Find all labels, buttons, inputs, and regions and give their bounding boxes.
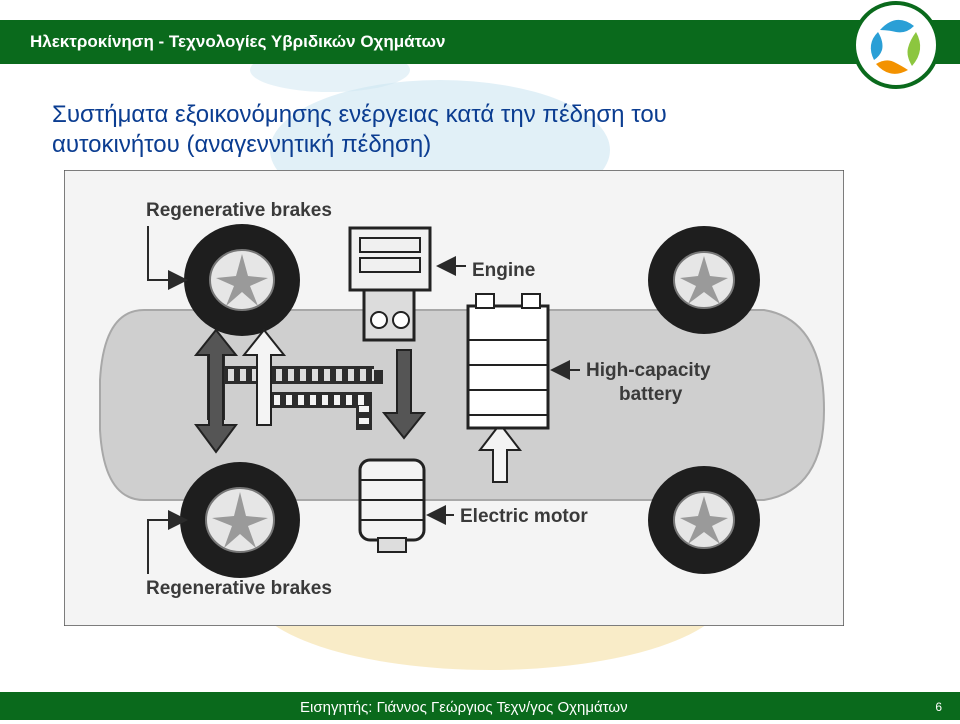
electric-motor-icon [358, 458, 426, 553]
regenerative-braking-diagram: Regenerative brakes Engine High-capacity… [64, 170, 844, 626]
slide-title-line-2: αυτοκινήτου (αναγεννητική πέδηση) [52, 131, 432, 158]
label-battery-line-2: battery [619, 384, 683, 405]
engine-icon [348, 226, 432, 342]
front-right-wheel-icon [648, 226, 760, 334]
regen-bottom-callout-line [147, 510, 188, 574]
regen-top-callout-line [147, 226, 188, 290]
header-bar: Ηλεκτροκίνηση - Τεχνολογίες Υβριδικών Οχ… [0, 20, 960, 64]
rear-left-wheel-icon [180, 462, 300, 578]
organization-logo-icon [852, 1, 940, 89]
slide-title: Συστήματα εξοικονόμησης ενέργειας κατά τ… [52, 100, 842, 160]
footer-presenter: Εισηγητής: Γιάννος Γεώργιος Τεχν/γος Οχη… [300, 699, 628, 716]
car-body-outline [99, 309, 826, 501]
label-battery-line-1: High-capacity [586, 360, 711, 381]
front-left-wheel-icon [184, 224, 300, 336]
label-electric-motor: Electric motor [460, 506, 588, 527]
page-number: 6 [935, 700, 942, 714]
label-regenerative-brakes-bottom: Regenerative brakes [146, 578, 332, 599]
slide-title-line-1: Συστήματα εξοικονόμησης ενέργειας κατά τ… [52, 101, 667, 128]
label-engine: Engine [472, 260, 535, 281]
header-title: Ηλεκτροκίνηση - Τεχνολογίες Υβριδικών Οχ… [30, 32, 446, 51]
battery-icon [466, 293, 550, 430]
power-flow-arrows [193, 328, 523, 483]
label-regenerative-brakes-top: Regenerative brakes [146, 200, 332, 221]
rear-right-wheel-icon [648, 466, 760, 574]
footer-bar: Εισηγητής: Γιάννος Γεώργιος Τεχν/γος Οχη… [0, 692, 960, 720]
